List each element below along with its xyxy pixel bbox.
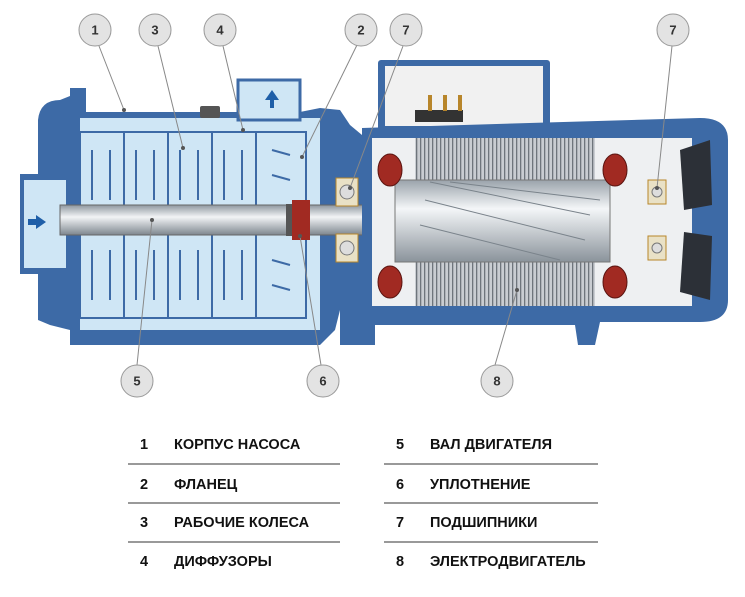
legend-number: 3 bbox=[140, 515, 149, 531]
divider bbox=[384, 541, 598, 543]
legend-label: ФЛАНЕЦ bbox=[174, 477, 238, 493]
legend-label: ЭЛЕКТРОДВИГАТЕЛЬ bbox=[430, 554, 586, 570]
mechanical-seal bbox=[286, 200, 310, 240]
leader-lines bbox=[98, 44, 673, 366]
svg-text:5: 5 bbox=[133, 374, 140, 389]
legend-label: КОРПУС НАСОСА bbox=[174, 437, 301, 453]
legend-label: РАБОЧИЕ КОЛЕСА bbox=[174, 515, 310, 531]
callout-6: 6 bbox=[306, 364, 340, 398]
legend-label: ПОДШИПНИКИ bbox=[430, 515, 538, 531]
legend-number: 7 bbox=[396, 515, 405, 531]
arrow-outlet-icon bbox=[265, 90, 279, 108]
svg-text:2: 2 bbox=[357, 23, 364, 38]
divider bbox=[384, 502, 598, 504]
legend-label: УПЛОТНЕНИЕ bbox=[430, 477, 531, 493]
svg-text:4: 4 bbox=[216, 23, 224, 38]
divider bbox=[384, 463, 598, 465]
callout-4: 4 bbox=[203, 13, 237, 47]
svg-text:8: 8 bbox=[493, 374, 500, 389]
legend-label: ДИФФУЗОРЫ bbox=[174, 554, 272, 570]
callout-7-rear: 7 bbox=[656, 13, 690, 47]
divider bbox=[128, 463, 340, 465]
callout-2: 2 bbox=[344, 13, 378, 47]
legend-number: 4 bbox=[140, 554, 149, 570]
arrow-inlet-icon bbox=[28, 215, 46, 229]
divider bbox=[128, 541, 340, 543]
legend-number: 5 bbox=[396, 437, 405, 453]
svg-text:6: 6 bbox=[319, 374, 326, 389]
legend-label: ВАЛ ДВИГАТЕЛЯ bbox=[430, 437, 553, 453]
legend-number: 1 bbox=[140, 437, 149, 453]
legend-number: 6 bbox=[396, 477, 405, 493]
svg-text:7: 7 bbox=[669, 23, 676, 38]
cooling-fan bbox=[680, 140, 712, 300]
legend-number: 2 bbox=[140, 477, 149, 493]
legend-number: 8 bbox=[396, 554, 405, 570]
svg-text:3: 3 bbox=[151, 23, 158, 38]
callout-1: 1 bbox=[78, 13, 112, 47]
callout-3: 3 bbox=[138, 13, 172, 47]
motor-housing bbox=[340, 60, 728, 345]
svg-text:1: 1 bbox=[91, 23, 98, 38]
stator-windings bbox=[377, 153, 628, 299]
callout-7-front: 7 bbox=[389, 13, 423, 47]
pump-cutaway-diagram: 1 3 4 2 7 7 5 6 8 bbox=[20, 13, 728, 398]
divider bbox=[128, 502, 340, 504]
svg-text:7: 7 bbox=[402, 23, 409, 38]
callout-8: 8 bbox=[480, 364, 514, 398]
callout-5: 5 bbox=[120, 364, 154, 398]
